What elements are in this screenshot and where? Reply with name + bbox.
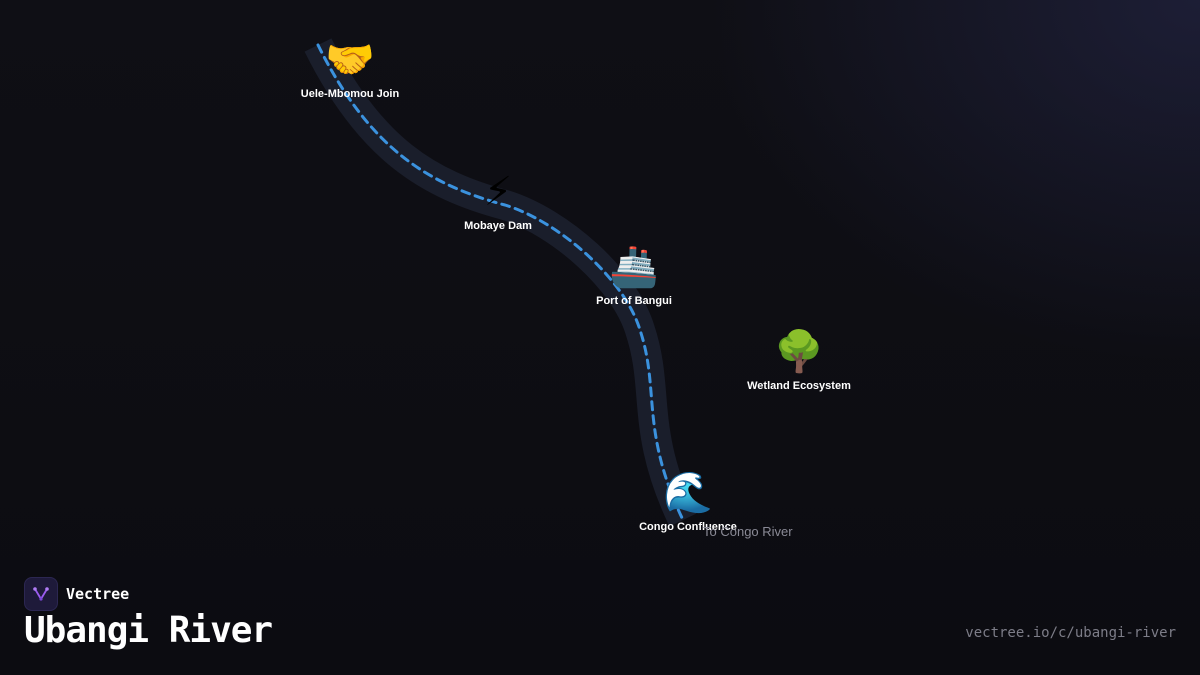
node-label: Mobaye Dam: [464, 220, 532, 232]
node-label: Port of Bangui: [596, 295, 672, 307]
node-mobaye-dam[interactable]: ⚡ Mobaye Dam: [418, 168, 578, 234]
handshake-icon: 🤝: [325, 38, 375, 82]
river-flow-line: [316, 43, 685, 522]
source-url[interactable]: vectree.io/c/ubangi-river: [965, 625, 1176, 641]
node-congo-confluence[interactable]: 🌊 Congo Confluence: [608, 469, 768, 535]
vectree-logo-icon: [24, 577, 58, 611]
wave-icon: 🌊: [663, 471, 713, 515]
brand-name: Vectree: [66, 585, 130, 603]
node-wetland-ecosystem[interactable]: 🌳 Wetland Ecosystem: [719, 328, 879, 394]
node-label: Uele-Mbomou Join: [300, 88, 400, 100]
node-label: Wetland Ecosystem: [747, 380, 851, 392]
node-port-of-bangui[interactable]: 🚢 Port of Bangui: [554, 243, 714, 309]
page-title: Ubangi River: [24, 610, 273, 651]
node-uele-mbomou-join[interactable]: 🤝 Uele-Mbomou Join: [270, 36, 430, 102]
brand[interactable]: Vectree: [24, 577, 129, 611]
lightning-icon: ⚡: [483, 170, 513, 214]
ship-icon: 🚢: [609, 245, 659, 289]
river-mouth-label: To Congo River: [703, 524, 793, 539]
tree-icon: 🌳: [774, 330, 824, 374]
node-label: Congo Confluence: [639, 521, 737, 533]
